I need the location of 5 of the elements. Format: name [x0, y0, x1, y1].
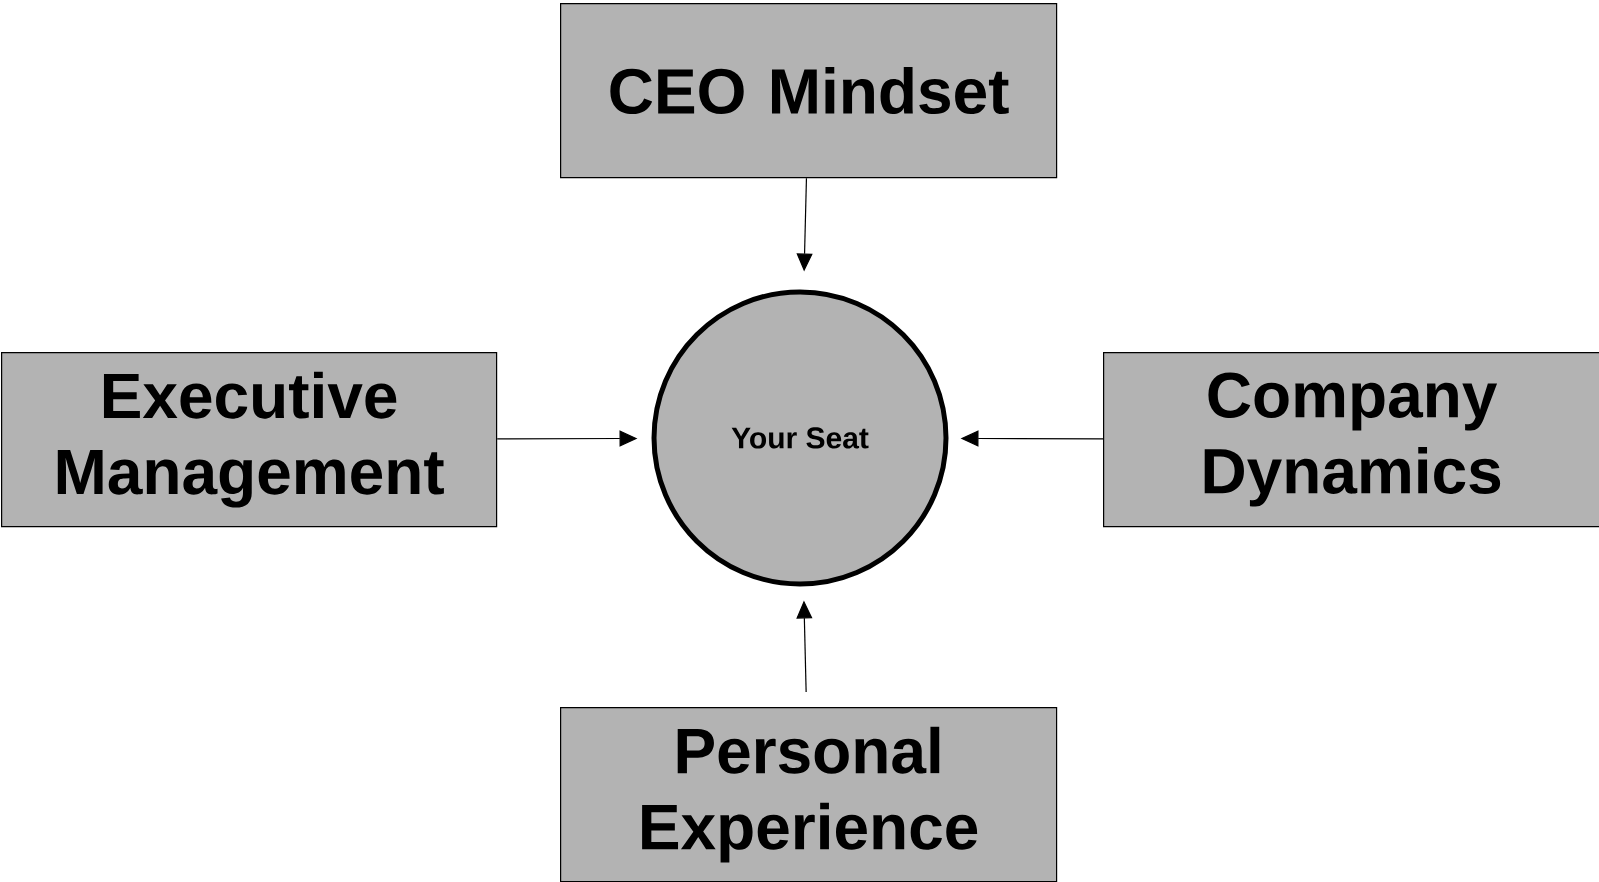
process-box: Company Dynamics: [1103, 352, 1599, 528]
process-box: Personal Experience: [560, 707, 1058, 882]
process-box: CEO Mindset: [560, 3, 1058, 179]
circle-node: Your Seat: [651, 289, 949, 587]
process-box: Executive Management: [1, 352, 498, 528]
